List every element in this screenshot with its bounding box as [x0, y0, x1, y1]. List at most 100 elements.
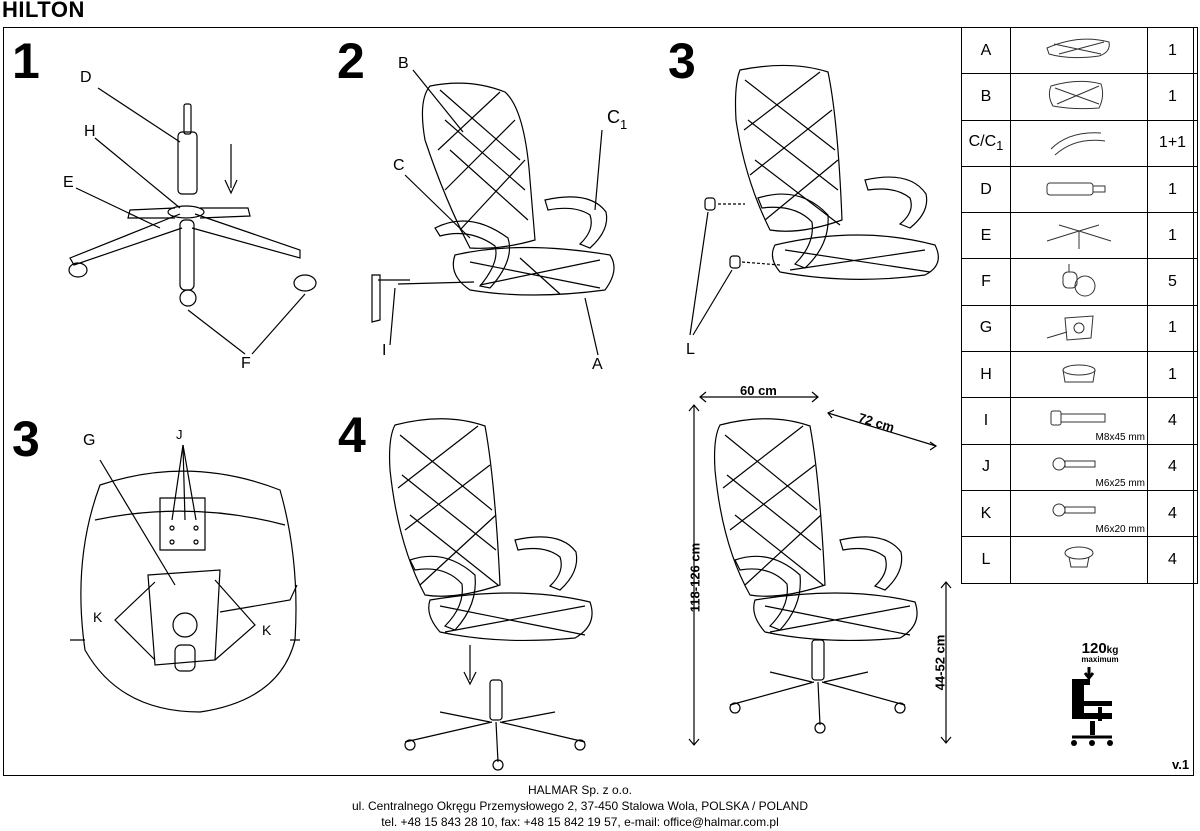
dimension-drawing	[688, 391, 952, 746]
part-letter-cell: J	[961, 443, 1011, 491]
footer-address: ul. Centralnego Okręgu Przemysłowego 2, …	[351, 799, 808, 813]
seat-height-dimension: 44-52 cm	[932, 634, 948, 691]
part-qty-cell: 1	[1147, 73, 1198, 121]
part-quantity: 1	[1168, 41, 1177, 59]
part-letter: B	[980, 87, 992, 105]
max-load-note: maximum	[1081, 655, 1119, 664]
part-quantity: 4	[1168, 550, 1177, 568]
step-3-number: 3	[668, 33, 696, 89]
part-qty-cell: 1	[1147, 351, 1198, 399]
part-qty-cell: 1	[1147, 304, 1198, 353]
part-letter: A	[980, 41, 992, 59]
label-a: A	[592, 356, 603, 373]
part-letter: F	[981, 273, 991, 291]
armrest-icon	[1050, 132, 1106, 156]
part-letter: L	[981, 550, 991, 568]
label-j: J	[176, 427, 183, 442]
part-qty-cell: 5	[1147, 258, 1198, 306]
step-3-drawing	[689, 64, 939, 336]
product-title: HILTON	[2, 0, 85, 22]
step-2-number: 2	[337, 33, 365, 89]
part-image-cell	[1010, 304, 1148, 353]
part-image-cell: M6x20 mm	[1010, 489, 1148, 538]
screw-icon	[1052, 457, 1096, 471]
version-label: v.1	[1172, 757, 1190, 772]
label-k-right: K	[262, 622, 272, 638]
label-c1: C	[607, 107, 620, 127]
part-image-cell	[1010, 212, 1148, 260]
backrest-icon	[1048, 81, 1104, 110]
part-qty-cell: 1+1	[1147, 119, 1198, 167]
part-image-cell	[1010, 258, 1148, 306]
bolt-icon	[1050, 410, 1106, 426]
part-quantity: 1	[1168, 87, 1177, 105]
step-4-number: 4	[338, 407, 366, 463]
part-letter-cell: A	[961, 26, 1011, 75]
part-image-cell	[1010, 536, 1148, 584]
part-letter-cell: I	[961, 397, 1011, 445]
step-3b-drawing	[70, 444, 300, 713]
part-quantity: 5	[1168, 273, 1177, 291]
caster-icon	[1062, 263, 1096, 297]
part-qty-cell: 1	[1147, 212, 1198, 260]
part-letter: K	[980, 504, 992, 522]
max-load: 120kg maximum	[1070, 640, 1130, 664]
part-spec: M6x25 mm	[1095, 477, 1145, 489]
part-image-cell: M8x45 mm	[1010, 397, 1148, 445]
part-letter: E	[980, 226, 992, 244]
label-l: L	[686, 341, 695, 358]
seated-person-icon	[1071, 667, 1113, 746]
parts-row: I M8x45 mm 4	[961, 397, 1198, 445]
part-qty-cell: 4	[1147, 443, 1198, 491]
part-letter-cell: K	[961, 489, 1011, 538]
part-letter-cell: H	[961, 351, 1011, 399]
part-letter: H	[980, 365, 992, 383]
part-letter-cell: E	[961, 212, 1011, 260]
part-letter-cell: L	[961, 536, 1011, 584]
part-letter: D	[980, 180, 992, 198]
assembly-drawings	[68, 64, 952, 771]
part-image-cell	[1010, 26, 1148, 75]
gas-lift-icon	[1046, 182, 1106, 196]
part-quantity: 1	[1168, 365, 1177, 383]
label-c1-sub: 1	[620, 117, 628, 132]
part-qty-cell: 1	[1147, 26, 1198, 75]
max-load-value: 120	[1081, 640, 1107, 657]
part-quantity: 4	[1168, 412, 1177, 430]
part-quantity: 1	[1168, 180, 1177, 198]
part-letter-cell: D	[961, 165, 1011, 214]
step-2-drawing	[371, 69, 615, 356]
part-letter: J	[982, 458, 990, 476]
part-image-cell	[1010, 351, 1148, 399]
step-3b-number: 3	[12, 411, 40, 467]
part-quantity: 1	[1168, 226, 1177, 244]
label-i: I	[382, 342, 387, 359]
label-c: C	[393, 157, 405, 174]
mechanism-icon	[1046, 315, 1094, 341]
label-h: H	[84, 123, 96, 140]
step-1-drawing	[68, 87, 317, 355]
label-e: E	[63, 174, 74, 191]
footer-company: HALMAR Sp. z o.o.	[527, 783, 633, 797]
part-qty-cell: 4	[1147, 397, 1198, 445]
part-letter: I	[983, 412, 989, 430]
part-letter-sub: 1	[996, 138, 1004, 154]
label-g: G	[83, 432, 96, 449]
part-image-cell	[1010, 119, 1148, 167]
width-dimension: 60 cm	[740, 383, 777, 398]
label-d: D	[80, 69, 92, 86]
screw-icon	[1052, 503, 1096, 517]
label-f: F	[241, 355, 251, 372]
part-letter: C/C	[968, 133, 997, 151]
cover-ring-icon	[1062, 364, 1096, 383]
parts-row: C/C1 1+1	[961, 119, 1198, 167]
